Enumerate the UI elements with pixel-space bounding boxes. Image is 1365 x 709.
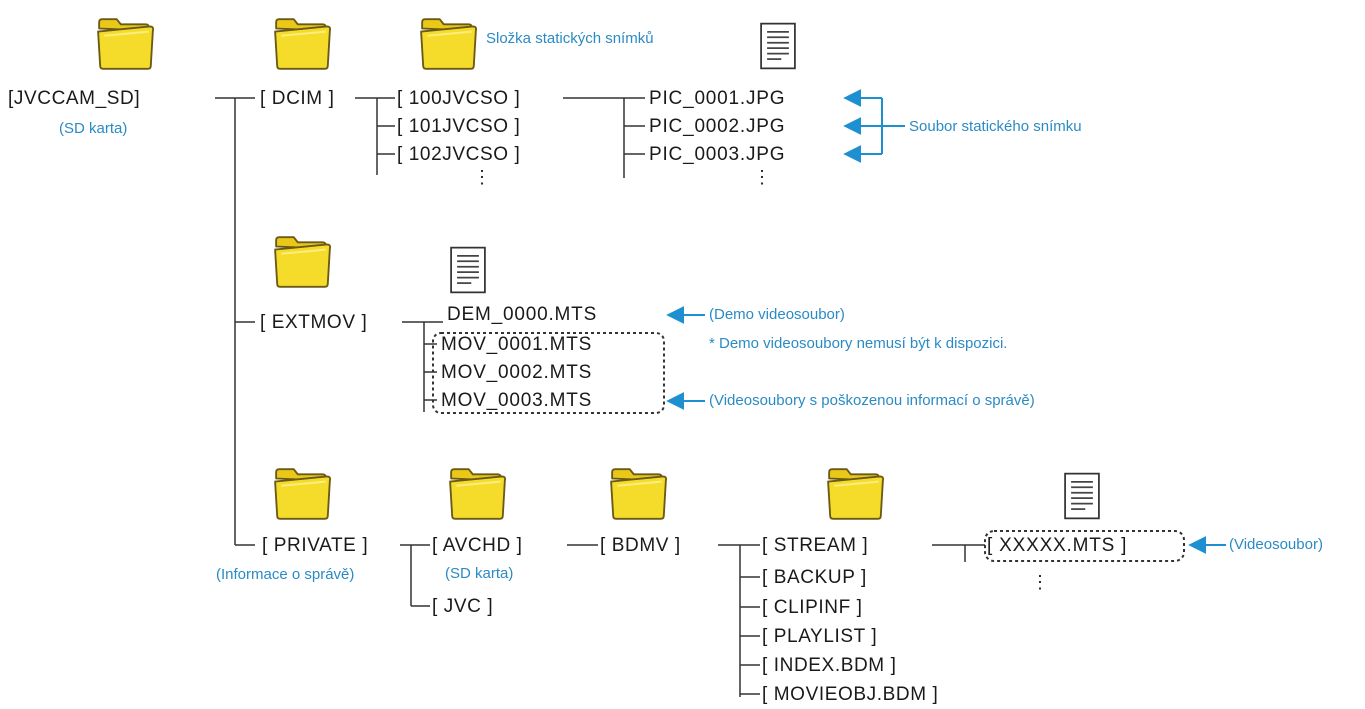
root-folder-note: (SD karta) bbox=[59, 120, 128, 137]
tree-connector-lines bbox=[215, 97, 985, 697]
stream-mts-file: [ XXXXX.MTS ] bbox=[987, 535, 1128, 556]
dcim-subfolder: [ 102JVCSO ] bbox=[397, 144, 521, 165]
jpg-file: PIC_0002.JPG bbox=[649, 116, 786, 137]
stream-more-indicator: ⋮ bbox=[1031, 572, 1049, 592]
dcim-subfolder: [ 101JVCSO ] bbox=[397, 116, 521, 137]
jpg-file: PIC_0001.JPG bbox=[649, 88, 786, 109]
jvc-folder-label: [ JVC ] bbox=[432, 596, 494, 617]
root-folder-icon bbox=[97, 18, 155, 70]
jpg-file: PIC_0003.JPG bbox=[649, 144, 786, 165]
demo-file-note: (Demo videosoubor) bbox=[709, 306, 845, 323]
bdmv-folder-label: [ BDMV ] bbox=[600, 535, 681, 556]
avchd-folder-icon bbox=[449, 468, 507, 520]
stream-file-note: (Videosoubor) bbox=[1229, 536, 1323, 553]
jpg-document-icon bbox=[760, 22, 796, 70]
damaged-files-box bbox=[432, 332, 665, 414]
demo-footnote: * Demo videosoubory nemusí být k dispozi… bbox=[709, 335, 1008, 352]
bdmv-folder-icon bbox=[610, 468, 668, 520]
bdmv-subfolder: [ STREAM ] bbox=[762, 535, 869, 556]
damaged-files-note: (Videosoubory s poškozenou informací o s… bbox=[709, 392, 1035, 409]
demo-file: DEM_0000.MTS bbox=[447, 304, 598, 325]
private-folder-note: (Informace o správě) bbox=[216, 566, 355, 583]
mov-file: MOV_0002.MTS bbox=[441, 362, 593, 383]
mov-file: MOV_0003.MTS bbox=[441, 390, 593, 411]
mts-document-icon bbox=[450, 246, 486, 294]
root-folder-label: [JVCCAM_SD] bbox=[8, 88, 141, 109]
bdmv-subfolder: [ CLIPINF ] bbox=[762, 597, 863, 618]
dcim-folder-label: [ DCIM ] bbox=[260, 88, 335, 109]
mov-file: MOV_0001.MTS bbox=[441, 334, 593, 355]
dcim-more-indicator: ⋮ bbox=[473, 167, 491, 187]
dcim-subfolder: [ 100JVCSO ] bbox=[397, 88, 521, 109]
private-folder-icon bbox=[274, 468, 332, 520]
jpg-files-note: Soubor statického snímku bbox=[909, 118, 1082, 135]
photo-folder-icon bbox=[420, 18, 478, 70]
private-folder-label: [ PRIVATE ] bbox=[262, 535, 369, 556]
extmov-folder-label: [ EXTMOV ] bbox=[260, 312, 368, 333]
bdmv-subfolder: [ PLAYLIST ] bbox=[762, 626, 878, 647]
stream-folder-icon bbox=[827, 468, 885, 520]
avchd-folder-label: [ AVCHD ] bbox=[432, 535, 523, 556]
bdmv-subfolder: [ INDEX.BDM ] bbox=[762, 655, 897, 676]
annotation-arrows bbox=[666, 89, 1226, 554]
jpg-more-indicator: ⋮ bbox=[753, 167, 771, 187]
bdmv-subfolder: [ BACKUP ] bbox=[762, 567, 867, 588]
dcim-folder-icon bbox=[274, 18, 332, 70]
extmov-folder-icon bbox=[274, 236, 332, 288]
stream-document-icon bbox=[1064, 472, 1100, 520]
dcim-folder-note: Složka statických snímků bbox=[486, 30, 654, 47]
avchd-folder-note: (SD karta) bbox=[445, 565, 514, 582]
bdmv-subfolder: [ MOVIEOBJ.BDM ] bbox=[762, 684, 939, 705]
stream-file-box bbox=[984, 530, 1185, 562]
